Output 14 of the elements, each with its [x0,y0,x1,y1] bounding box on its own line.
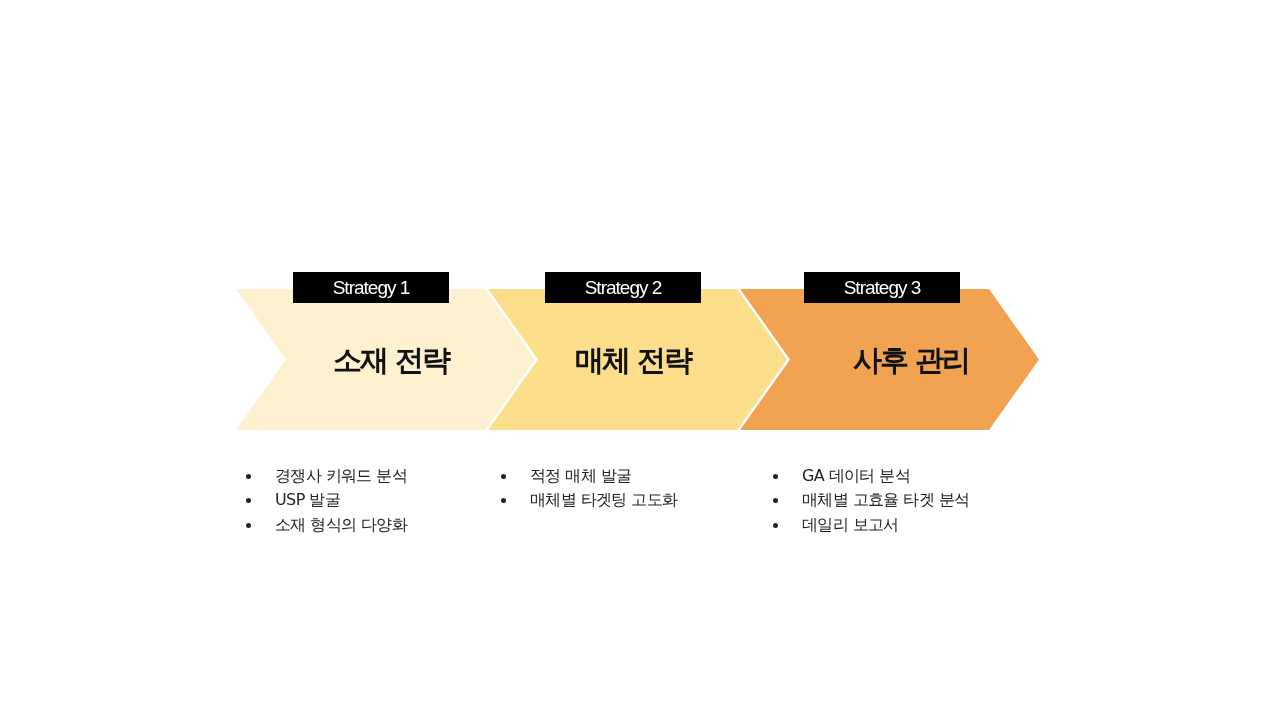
bullet-text: 소재 형식의 다양화 [275,514,408,536]
stage-heading: 소재 전략 [331,342,451,379]
bullet-text: 경쟁사 키워드 분석 [275,465,408,487]
stage-heading: 사후 관리 [851,342,971,379]
bullet-text: 적정 매체 발굴 [530,465,632,487]
bullet-text: 매체별 고효율 타겟 분석 [802,490,970,512]
strategy-tag: Strategy 2 [545,272,701,303]
bullet-text: 매체별 타겟팅 고도화 [530,490,678,512]
strategy-tag: Strategy 1 [293,272,449,303]
stage-heading: 매체 전략 [573,342,693,379]
bullet-text: USP 발굴 [275,490,340,512]
bullet-text: GA 데이터 분석 [802,465,911,487]
bullet-text: 데일리 보고서 [802,514,899,536]
strategy-tag: Strategy 3 [804,272,960,303]
